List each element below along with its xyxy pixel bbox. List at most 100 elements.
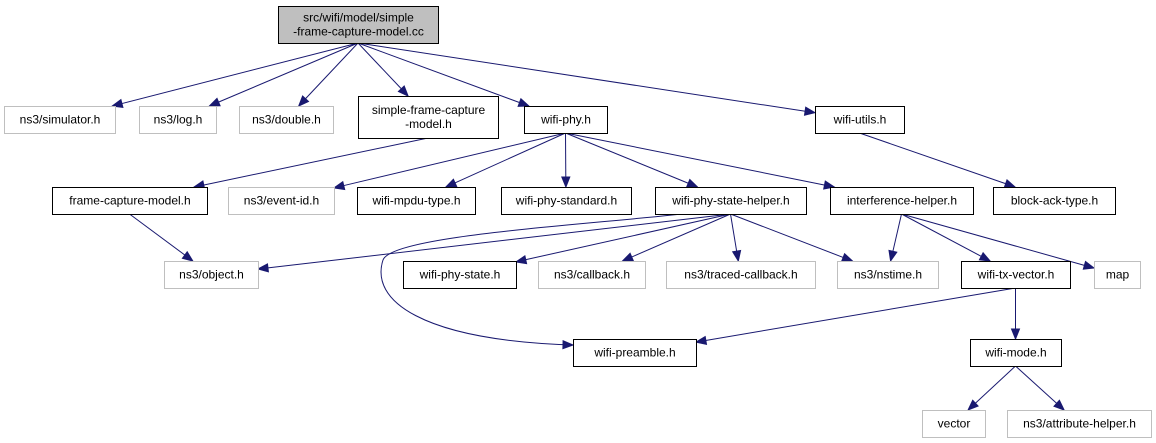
edge-statehelper-to-preamble bbox=[380, 211, 701, 350]
edge-interference-to-nstime bbox=[888, 213, 902, 263]
node-object: ns3/object.h bbox=[164, 261, 259, 289]
edge-statehelper-to-physstate bbox=[514, 213, 731, 265]
node-nstime: ns3/nstime.h bbox=[837, 261, 939, 289]
node-label: ns3/callback.h bbox=[554, 268, 630, 282]
node-interference[interactable]: interference-helper.h bbox=[830, 187, 974, 215]
edge-root-to-simulator bbox=[110, 42, 359, 108]
node-box bbox=[538, 261, 646, 289]
node-label: -model.h bbox=[405, 117, 452, 131]
node-attribute: ns3/attribute-helper.h bbox=[1007, 410, 1152, 438]
node-box bbox=[403, 261, 517, 289]
edge-statehelper-to-traced bbox=[730, 213, 742, 263]
node-label: wifi-mode.h bbox=[984, 346, 1046, 360]
edge-txvector-to-mode bbox=[1010, 288, 1021, 341]
node-label: ns3/simulator.h bbox=[20, 113, 101, 127]
edge-root-to-wifiutils bbox=[357, 42, 817, 116]
node-box bbox=[52, 187, 208, 215]
node-physstate[interactable]: wifi-phy-state.h bbox=[403, 261, 517, 289]
node-label: wifi-phy-state.h bbox=[419, 268, 501, 282]
node-box bbox=[655, 187, 807, 215]
node-box bbox=[922, 410, 986, 438]
node-box bbox=[830, 187, 974, 215]
edge-interference-to-map bbox=[901, 213, 1096, 270]
node-statehelper[interactable]: wifi-phy-state-helper.h bbox=[655, 187, 807, 215]
node-label: wifi-utils.h bbox=[833, 113, 887, 127]
nodes-layer: src/wifi/model/simple-frame-capture-mode… bbox=[4, 6, 1152, 438]
node-box bbox=[239, 106, 334, 134]
node-box bbox=[357, 187, 476, 215]
node-txvector[interactable]: wifi-tx-vector.h bbox=[961, 261, 1071, 289]
node-wifiutils[interactable]: wifi-utils.h bbox=[815, 106, 905, 134]
node-sfcm[interactable]: simple-frame-capture-model.h bbox=[358, 96, 499, 139]
node-blockack[interactable]: block-ack-type.h bbox=[993, 187, 1116, 215]
node-box bbox=[1094, 261, 1141, 289]
node-box bbox=[228, 187, 335, 215]
node-box bbox=[164, 261, 259, 289]
edge-txvector-to-preamble bbox=[694, 287, 1016, 346]
edge-root-to-sfcm bbox=[357, 42, 410, 97]
node-label: ns3/nstime.h bbox=[854, 268, 922, 282]
node-map: map bbox=[1094, 261, 1141, 289]
node-label: wifi-mpdu-type.h bbox=[371, 194, 460, 208]
edge-statehelper-to-nstime bbox=[730, 213, 854, 262]
edge-statehelper-to-object bbox=[256, 213, 731, 273]
edge-mode-to-vector bbox=[967, 365, 1016, 411]
edge-mode-to-attribute bbox=[1015, 365, 1066, 411]
node-label: -frame-capture-model.cc bbox=[293, 25, 424, 39]
edge-wifiphy-to-statehelper bbox=[565, 132, 699, 188]
node-box bbox=[573, 339, 697, 367]
node-wifiphy[interactable]: wifi-phy.h bbox=[524, 106, 608, 134]
node-box bbox=[4, 106, 116, 134]
node-label: ns3/log.h bbox=[154, 113, 203, 127]
node-label: ns3/event-id.h bbox=[244, 194, 319, 208]
node-mpdutype[interactable]: wifi-mpdu-type.h bbox=[357, 187, 476, 215]
edge-fcm-to-object bbox=[129, 213, 194, 262]
edge-root-to-log bbox=[208, 42, 359, 107]
node-mode[interactable]: wifi-mode.h bbox=[970, 339, 1062, 367]
edge-wifiphy-to-interference bbox=[565, 132, 836, 190]
edges-layer bbox=[110, 42, 1096, 411]
edge-wifiphy-to-mpdutype bbox=[444, 132, 566, 188]
node-box bbox=[815, 106, 905, 134]
edge-wifiphy-to-phystandard bbox=[561, 132, 571, 189]
edge-root-to-double bbox=[297, 42, 359, 107]
edge-interference-to-txvector bbox=[901, 213, 992, 262]
node-box bbox=[961, 261, 1071, 289]
node-label: wifi-preamble.h bbox=[593, 346, 675, 360]
node-box bbox=[501, 187, 632, 215]
node-callback: ns3/callback.h bbox=[538, 261, 646, 289]
node-label: wifi-phy-state-helper.h bbox=[671, 194, 789, 208]
edge-wifiphy-to-eventid bbox=[332, 132, 566, 191]
node-log: ns3/log.h bbox=[139, 106, 217, 134]
node-label: ns3/object.h bbox=[179, 268, 244, 282]
node-label: interference-helper.h bbox=[847, 194, 957, 208]
node-label: simple-frame-capture bbox=[372, 103, 486, 117]
node-label: block-ack-type.h bbox=[1011, 194, 1098, 208]
edge-sfcm-to-fcm bbox=[192, 137, 429, 190]
node-label: ns3/traced-callback.h bbox=[684, 268, 797, 282]
edge-root-to-wifiphy bbox=[357, 42, 531, 107]
node-box bbox=[524, 106, 608, 134]
node-label: frame-capture-model.h bbox=[69, 194, 190, 208]
edge-wifiutils-to-blockack bbox=[859, 132, 1017, 189]
node-double: ns3/double.h bbox=[239, 106, 334, 134]
node-label: wifi-phy-standard.h bbox=[515, 194, 617, 208]
node-label: vector bbox=[938, 417, 971, 431]
node-label: src/wifi/model/simple bbox=[303, 11, 414, 25]
node-root[interactable]: src/wifi/model/simple-frame-capture-mode… bbox=[278, 6, 439, 44]
node-box bbox=[837, 261, 939, 289]
node-simulator: ns3/simulator.h bbox=[4, 106, 116, 134]
node-box bbox=[666, 261, 816, 289]
node-phystandard[interactable]: wifi-phy-standard.h bbox=[501, 187, 632, 215]
node-label: ns3/double.h bbox=[252, 113, 321, 127]
node-box bbox=[278, 6, 439, 44]
node-vector: vector bbox=[922, 410, 986, 438]
edge-statehelper-to-callback bbox=[621, 213, 731, 262]
node-fcm[interactable]: frame-capture-model.h bbox=[52, 187, 208, 215]
node-preamble[interactable]: wifi-preamble.h bbox=[573, 339, 697, 367]
node-traced: ns3/traced-callback.h bbox=[666, 261, 816, 289]
node-eventid: ns3/event-id.h bbox=[228, 187, 335, 215]
node-label: map bbox=[1106, 268, 1130, 282]
node-box bbox=[1007, 410, 1152, 438]
